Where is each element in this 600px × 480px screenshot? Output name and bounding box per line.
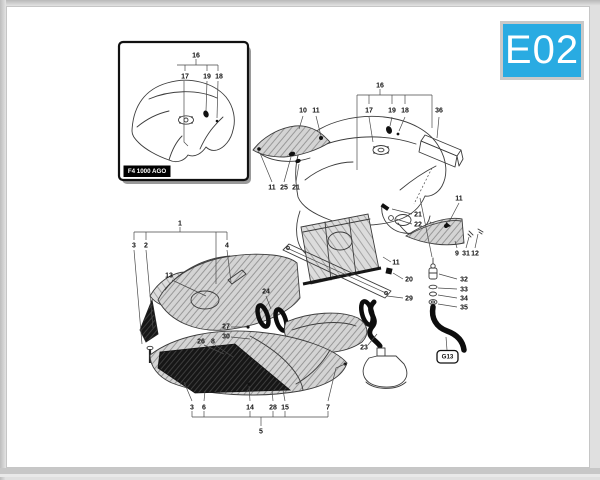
callout-20: 20 xyxy=(405,277,413,284)
callout-21: 21 xyxy=(414,212,422,219)
callout-13: 13 xyxy=(165,273,173,280)
callout-7: 7 xyxy=(326,405,330,412)
callout-29: 29 xyxy=(405,296,413,303)
callout-24: 24 xyxy=(262,289,270,296)
callout-12: 12 xyxy=(471,251,479,258)
right-side-parts: G13 xyxy=(283,198,483,388)
callout-16: 16 xyxy=(192,53,200,60)
callout-6: 6 xyxy=(202,405,206,412)
page-code-text: E02 xyxy=(504,27,580,72)
callout-5: 5 xyxy=(259,429,263,436)
callout-36: 36 xyxy=(435,108,443,115)
callout-4: 4 xyxy=(225,243,229,250)
page-frame-left xyxy=(0,0,6,480)
inset-variant-box: F4 1000 AGO xyxy=(119,42,251,184)
callout-11: 11 xyxy=(268,185,276,192)
callout-10: 10 xyxy=(299,108,307,115)
callout-28: 28 xyxy=(269,405,277,412)
callout-22: 22 xyxy=(414,222,422,229)
callout-23: 23 xyxy=(360,345,368,352)
callout-27: 27 xyxy=(222,324,230,331)
callout-18: 18 xyxy=(215,74,223,81)
page-frame-bottom xyxy=(0,468,600,477)
callout-35: 35 xyxy=(460,305,468,312)
hose-group-label: G13 xyxy=(442,354,454,361)
callout-26: 26 xyxy=(197,339,205,346)
callout-18: 18 xyxy=(401,108,409,115)
callout-31: 31 xyxy=(462,251,470,258)
callout-9: 9 xyxy=(455,251,459,258)
callout-30: 30 xyxy=(222,334,230,341)
lower-fairing xyxy=(150,331,347,395)
callout-3: 3 xyxy=(190,405,194,412)
callout-17: 17 xyxy=(181,74,189,81)
callout-11: 11 xyxy=(455,196,463,203)
callout-2: 2 xyxy=(144,243,148,250)
callout-3: 3 xyxy=(132,243,136,250)
callout-16: 16 xyxy=(376,83,384,90)
callout-25: 25 xyxy=(280,185,288,192)
page-code-badge: E02 xyxy=(500,21,584,80)
variant-label: F4 1000 AGO xyxy=(128,168,166,175)
callout-17: 17 xyxy=(365,108,373,115)
callout-8: 8 xyxy=(211,339,215,346)
callout-11: 11 xyxy=(312,108,320,115)
callout-11: 11 xyxy=(392,260,400,267)
leader-lines xyxy=(134,89,478,426)
callout-14: 14 xyxy=(246,405,254,412)
callout-33: 33 xyxy=(460,287,468,294)
callout-1: 1 xyxy=(178,221,182,228)
callout-19: 19 xyxy=(203,74,211,81)
callout-21: 21 xyxy=(292,185,300,192)
callout-34: 34 xyxy=(460,296,468,303)
callout-32: 32 xyxy=(460,277,468,284)
page-frame-top xyxy=(0,0,600,6)
callout-15: 15 xyxy=(281,405,289,412)
callout-19: 19 xyxy=(388,108,396,115)
